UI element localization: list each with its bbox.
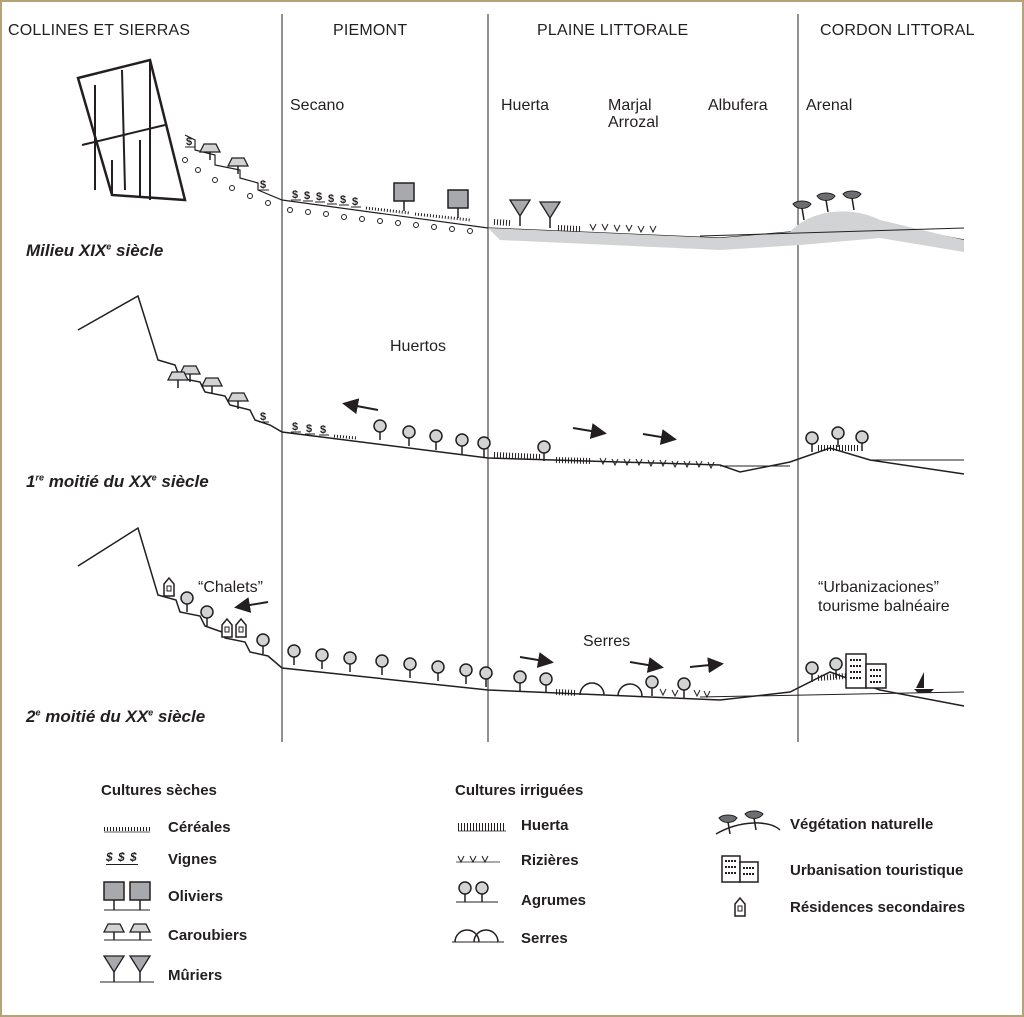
- rice-field-icon: [456, 855, 500, 863]
- legend-caroubiers: Caroubiers: [168, 927, 248, 944]
- citrus-tree-icon: [475, 881, 489, 903]
- secondary-residence-icon: [734, 897, 746, 917]
- zone-label-cordon: CORDON LITTORAL: [820, 22, 975, 39]
- place-secano: Secano: [290, 97, 345, 114]
- natural-vegetation-icon: [715, 810, 781, 835]
- place-arrozal: Arrozal: [608, 114, 659, 131]
- legend-serres: Serres: [521, 930, 568, 947]
- tourist-buildings: [845, 653, 887, 689]
- legend-residences: Résidences secondaires: [790, 899, 966, 916]
- profile-late-20th-century-symbols: [163, 577, 934, 699]
- zone-label-collines: COLLINES ET SIERRAS: [8, 22, 191, 39]
- profile-19th-century-symbols: [184, 135, 862, 233]
- legend-rizieres: Rizières: [521, 852, 579, 869]
- olive-tree-icon: [129, 881, 151, 911]
- profile-early-20th-century: [77, 294, 965, 475]
- place-huerta: Huerta: [501, 97, 550, 114]
- zone-label-plaine: PLAINE LITTORALE: [537, 22, 689, 39]
- legend-huerta: Huerta: [521, 817, 569, 834]
- tourist-building-icon: [721, 855, 759, 883]
- olive-tree-icon: [103, 881, 125, 911]
- pebbles: [182, 157, 473, 234]
- era-label-early-20th: 1re moitié du XXe siècle: [26, 472, 209, 491]
- mulberry-tree-icon: [129, 955, 151, 983]
- annotation-urbanizaciones: “Urbanizaciones”: [818, 579, 939, 596]
- profile-early-20th-century-symbols: [167, 365, 869, 469]
- legend-cereales: Céréales: [168, 819, 231, 836]
- place-marjal: Marjal: [608, 97, 652, 114]
- legend-oliviers: Oliviers: [168, 888, 224, 905]
- place-albufera: Albufera: [708, 97, 768, 114]
- legend-symbols: [100, 810, 781, 983]
- annotation-chalets: “Chalets”: [198, 579, 263, 596]
- zone-dividers: [281, 14, 799, 742]
- citrus-tree-icon: [458, 881, 472, 903]
- carob-tree-icon: [103, 923, 125, 941]
- profile-19th-century: [76, 58, 965, 252]
- legend-urbanisation: Urbanisation touristique: [790, 862, 964, 879]
- legend-vignes: Vignes: [168, 851, 217, 868]
- legend-muriers: Mûriers: [168, 967, 223, 984]
- era-label-19th: Milieu XIXe siècle: [26, 241, 164, 260]
- annotation-serres: Serres: [583, 633, 631, 650]
- annotation-huertos: Huertos: [390, 338, 447, 355]
- carob-tree-icon: [129, 923, 151, 941]
- legend-dry-title: Cultures sèches: [101, 782, 217, 799]
- legend-irrigated-title: Cultures irriguées: [455, 782, 584, 799]
- sailboat-icon: [914, 672, 934, 693]
- zone-label-piemont: PIEMONT: [333, 22, 408, 39]
- place-arenal: Arenal: [806, 97, 853, 114]
- annotation-tourisme: tourisme balnéaire: [818, 598, 950, 615]
- mulberry-tree-icon: [103, 955, 125, 983]
- legend-vegetation: Végétation naturelle: [790, 816, 934, 833]
- vine-symbol: $ $ $: [106, 850, 138, 865]
- era-label-late-20th: 2e moitié du XXe siècle: [26, 707, 206, 726]
- legend-agrumes: Agrumes: [521, 892, 587, 909]
